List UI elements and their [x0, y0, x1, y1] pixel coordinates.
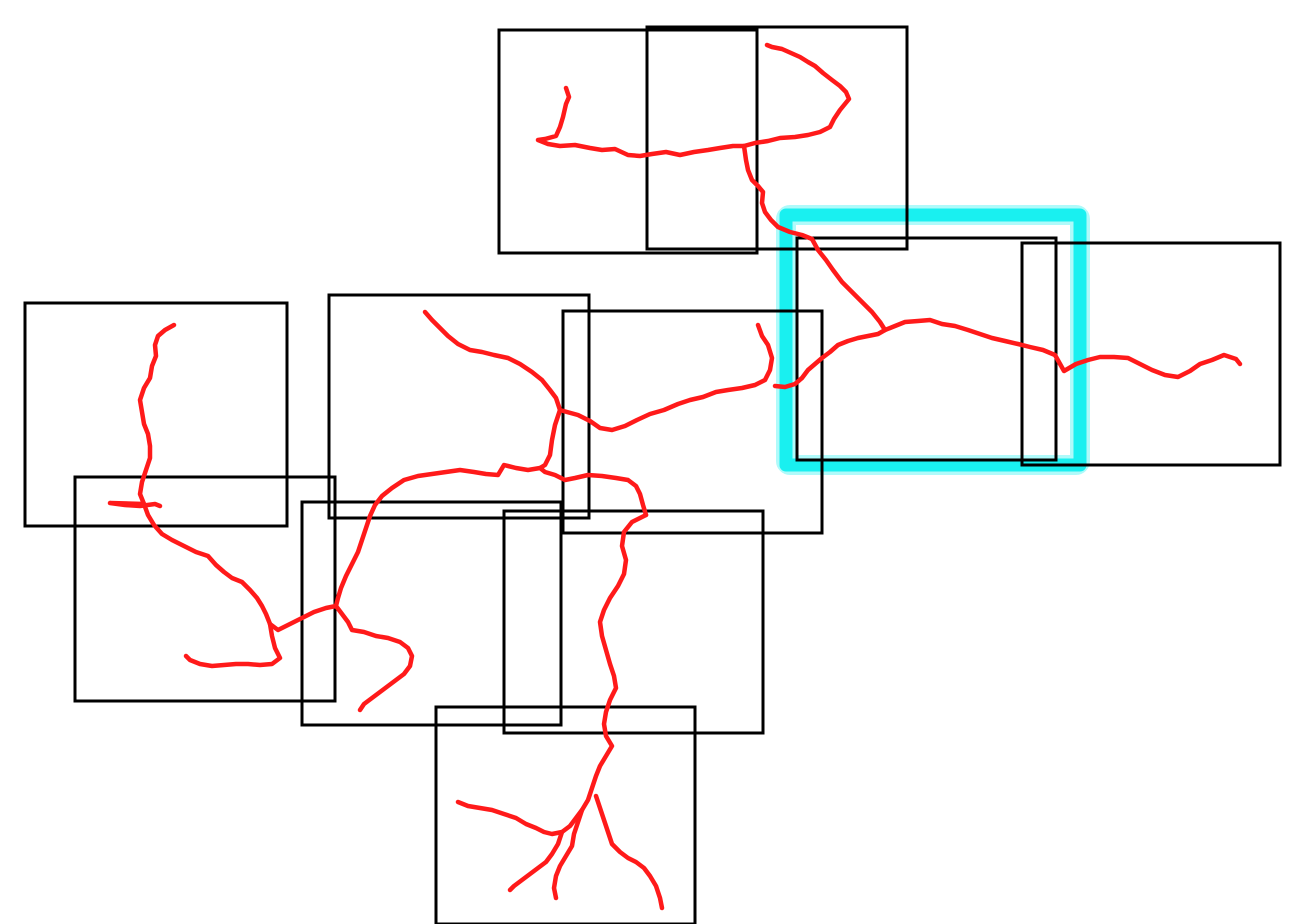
- tile-lower-right: [502, 509, 765, 735]
- trace-right-branch: [772, 236, 888, 390]
- trace-left-tail: [183, 621, 283, 669]
- tile-center-right: [561, 309, 824, 535]
- tile-center-left: [327, 293, 591, 520]
- tile-group: [23, 25, 1282, 924]
- tile-top-right: [645, 25, 909, 251]
- tile-lower-center: [300, 500, 563, 727]
- trace-bottom-branch-c: [507, 829, 565, 893]
- highlighted-tile-glow: [776, 205, 1090, 475]
- trace-bottom-branch-b: [593, 793, 665, 911]
- tile-bottom: [434, 705, 697, 924]
- trace-group: [107, 42, 1243, 911]
- trace-left-lower: [141, 501, 415, 713]
- trace-center-main: [422, 309, 775, 433]
- trace-left-vertical: [107, 322, 177, 509]
- trace-top-descender: [741, 143, 815, 242]
- trace-center-left-branch: [333, 462, 543, 609]
- trace-right-main: [882, 317, 1243, 380]
- tile-highlighted-inner: [795, 236, 1058, 462]
- trace-top-main: [535, 42, 852, 159]
- trace-bottom-main: [455, 512, 649, 837]
- trace-bottom-branch-a: [551, 807, 585, 901]
- tile-lower-left: [73, 475, 337, 703]
- trace-center-down: [537, 407, 649, 518]
- tile-far-right: [1020, 241, 1282, 467]
- highlighted-tile-frame: [779, 208, 1087, 472]
